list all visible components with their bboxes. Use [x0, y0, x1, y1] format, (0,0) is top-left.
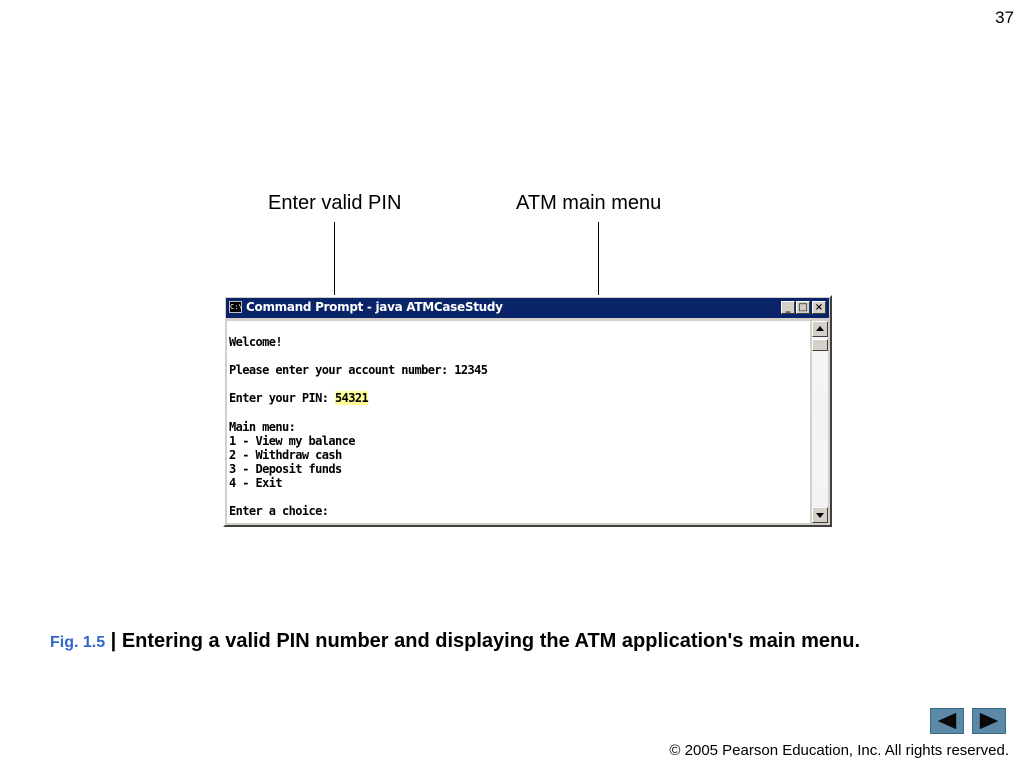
- previous-slide-button[interactable]: [930, 708, 964, 734]
- console-menu-option: 4 - Exit: [229, 476, 283, 491]
- console-account-prompt: Please enter your account number: 12345: [229, 363, 488, 378]
- console-pin-prompt: Enter your PIN:: [229, 391, 335, 406]
- triangle-up-icon: [816, 326, 824, 331]
- vertical-scrollbar[interactable]: [812, 321, 828, 523]
- scrollbar-thumb[interactable]: [812, 339, 828, 351]
- maximize-button[interactable]: □: [796, 301, 810, 314]
- console-line-blank: [229, 349, 810, 363]
- console-pin-value: 54321: [335, 391, 369, 406]
- console-menu-title: Main menu:: [229, 419, 296, 434]
- command-prompt-window: C:\ Command Prompt - java ATMCaseStudy _…: [223, 295, 832, 527]
- right-arrow-icon: [979, 712, 999, 730]
- console-pin-line: Enter your PIN: 54321: [229, 391, 810, 406]
- close-button[interactable]: ×: [812, 301, 826, 314]
- console-line-blank: [229, 321, 810, 335]
- caption-separator: |: [105, 630, 122, 652]
- window-title: Command Prompt - java ATMCaseStudy: [246, 300, 503, 314]
- minimize-button[interactable]: _: [781, 301, 795, 314]
- figure-caption: Fig. 1.5 | Entering a valid PIN number a…: [50, 630, 860, 653]
- slide-number: 37: [995, 8, 1014, 27]
- console-choice-prompt: Enter a choice:: [229, 504, 329, 519]
- triangle-down-icon: [816, 513, 824, 518]
- console-menu-option: 2 - Withdraw cash: [229, 447, 342, 462]
- console-line-blank: [229, 377, 810, 391]
- callout-atm-main-menu: ATM main menu: [516, 192, 662, 214]
- console-menu-option: 1 - View my balance: [229, 433, 355, 448]
- pin-callout-leader-line: [334, 222, 335, 366]
- copyright-notice: © 2005 Pearson Education, Inc. All right…: [669, 742, 1009, 759]
- scroll-down-button[interactable]: [812, 507, 828, 523]
- figure-number: Fig. 1.5: [50, 634, 106, 651]
- callout-enter-valid-pin: Enter valid PIN: [268, 192, 402, 214]
- scroll-up-button[interactable]: [812, 321, 828, 337]
- window-title-bar[interactable]: C:\ Command Prompt - java ATMCaseStudy _…: [226, 298, 829, 318]
- console-output[interactable]: Welcome! Please enter your account numbe…: [227, 321, 810, 523]
- console-line-blank: [229, 406, 810, 420]
- command-prompt-icon: C:\: [229, 301, 243, 313]
- caption-text: Entering a valid PIN number and displayi…: [121, 630, 861, 652]
- console-line-blank: [229, 490, 810, 504]
- left-arrow-icon: [937, 712, 957, 730]
- next-slide-button[interactable]: [972, 708, 1006, 734]
- console-menu-option: 3 - Deposit funds: [229, 461, 342, 476]
- console-welcome: Welcome!: [229, 335, 283, 350]
